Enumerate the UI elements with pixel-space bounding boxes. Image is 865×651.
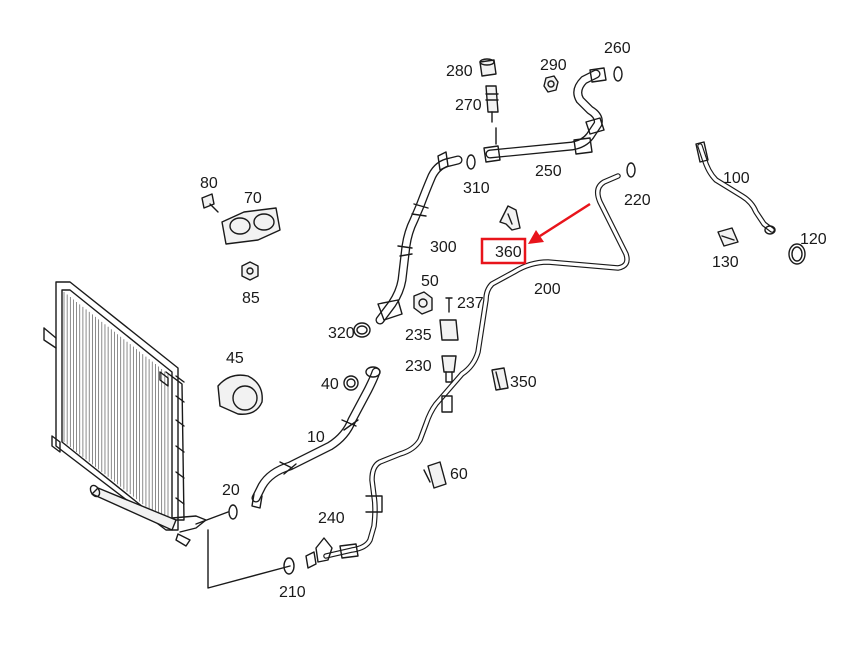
label-350: 350 [510,374,537,391]
label-85: 85 [242,290,260,307]
label-270: 270 [455,97,482,114]
label-250: 250 [535,163,562,180]
label-360: 360 [495,244,522,261]
highlight-box-360 [480,237,527,265]
label-10: 10 [307,429,325,446]
label-200: 200 [534,281,561,298]
label-290: 290 [540,57,567,74]
label-300: 300 [430,239,457,256]
label-70: 70 [244,190,262,207]
pointer-arrow [539,202,591,238]
hose-10 [251,366,381,509]
pipe-250 [483,67,607,163]
label-260: 260 [604,40,631,57]
label-280: 280 [446,63,473,80]
label-120: 120 [800,231,827,248]
label-50: 50 [421,273,439,290]
label-80: 80 [200,175,218,192]
callout-labels: 280 290 260 270 310 250 220 100 120 130 … [200,40,827,601]
leader-lines [207,529,291,589]
condenser [43,281,229,547]
label-220: 220 [624,192,651,209]
label-230: 230 [405,358,432,375]
label-130: 130 [712,254,739,271]
label-310: 310 [463,180,490,197]
label-320: 320 [328,325,355,342]
small-parts [201,58,806,520]
highlight-callout [480,202,591,265]
pointer-arrowhead [528,230,544,244]
label-235: 235 [405,327,432,344]
pipe-100 [695,141,776,235]
label-60: 60 [450,466,468,483]
label-237: 237 [457,295,484,312]
pipe-200 [283,173,630,575]
label-20: 20 [222,482,240,499]
label-240: 240 [318,510,345,527]
label-45: 45 [226,350,244,367]
label-100: 100 [723,170,750,187]
label-40: 40 [321,376,339,393]
hose-300 [375,151,463,325]
label-210: 210 [279,584,306,601]
